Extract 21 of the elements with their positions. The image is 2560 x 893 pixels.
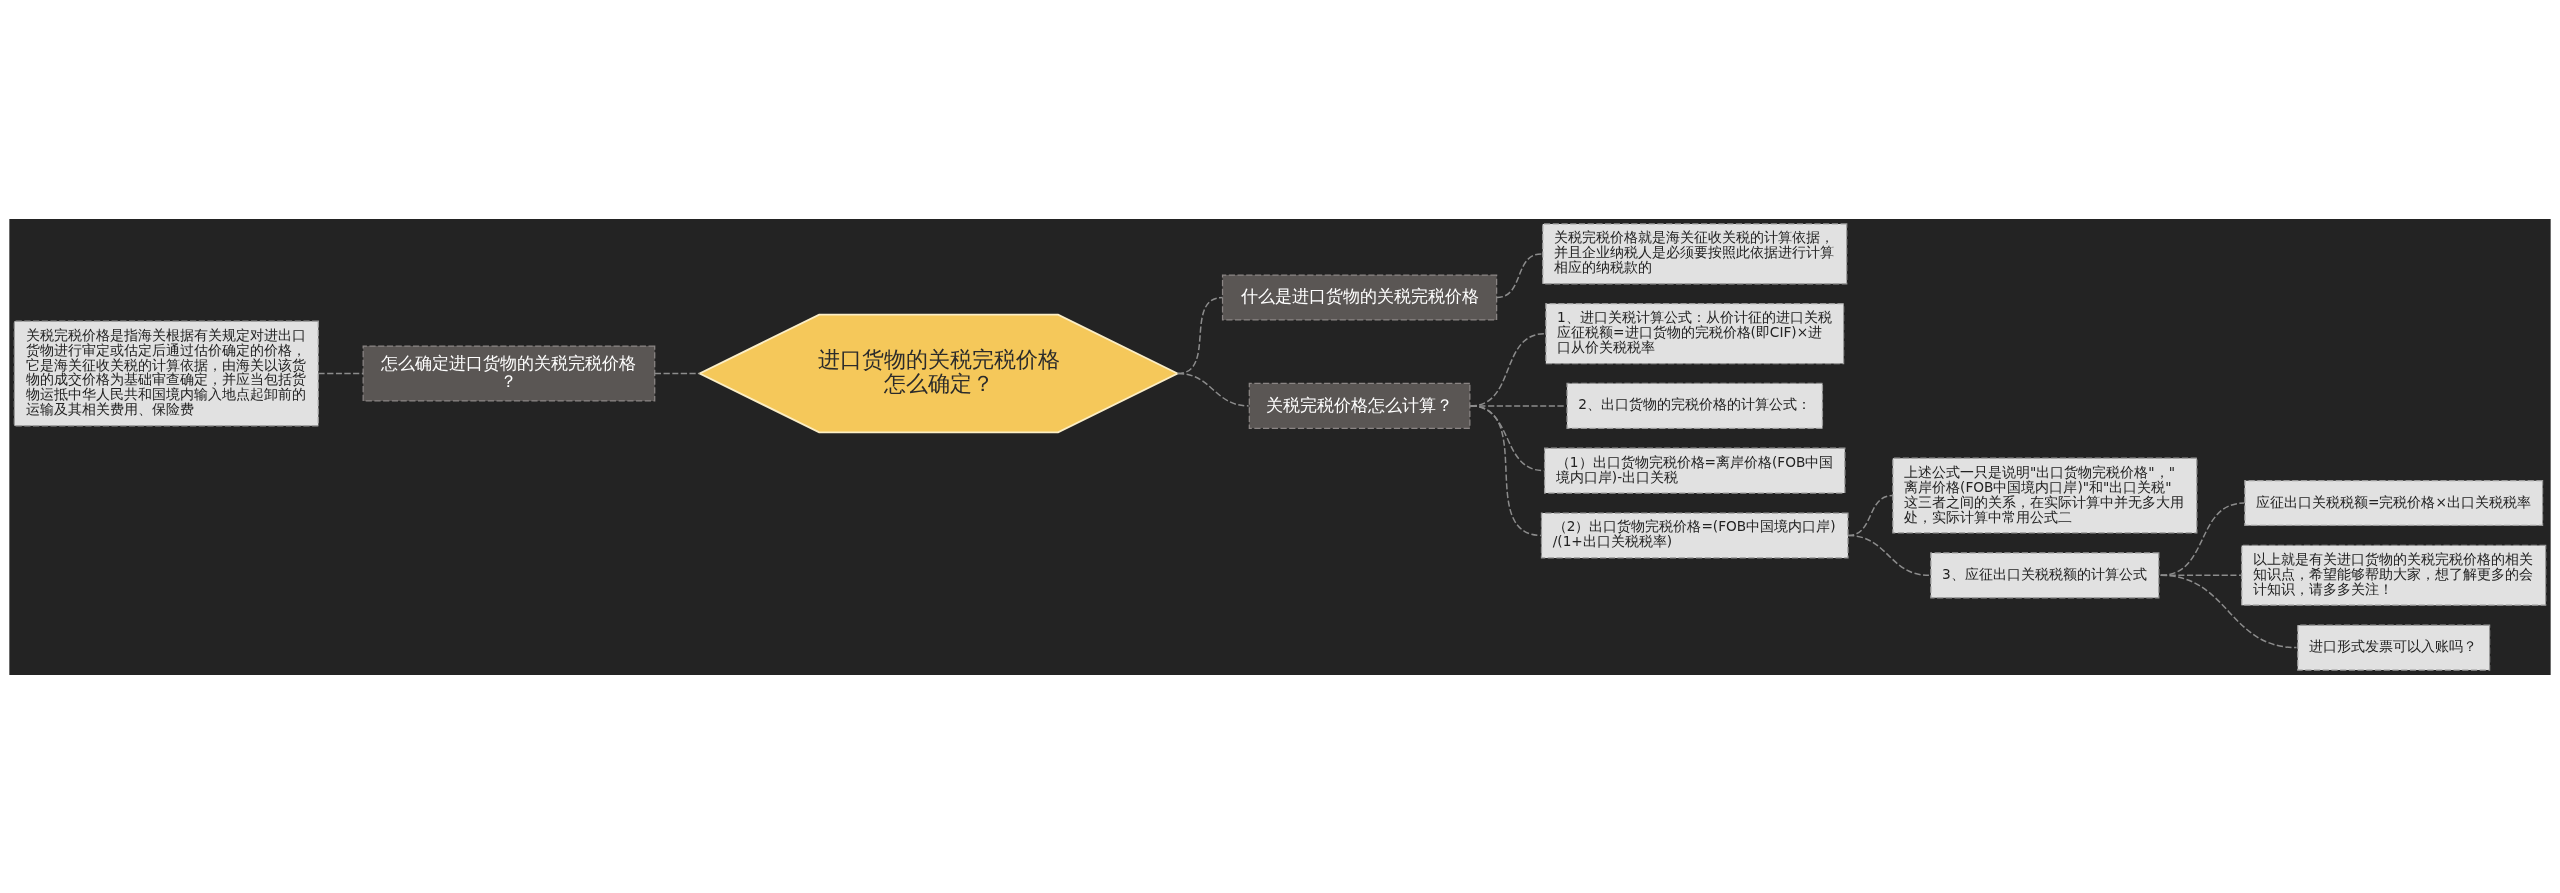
connector xyxy=(1469,404,1543,536)
node-box: 关税完税价格是指海关根据有关规定对进出口货物进行审定或估定后通过估价确定的价格，它是海关征收关税的计算依据，由海关以该货物的成交价格为基础审查确定，并应当包括货物运抵中华人民共和国境内输入地点起卸前的运输及其相关费用、保险费 xyxy=(13,320,319,426)
node-box: 怎么确定进口货物的关税完税价格？ xyxy=(362,344,656,402)
node-box: （1）出口货物完税价格=离岸价格(FOB中国境内口岸)-出口关税 xyxy=(1543,447,1846,494)
node-box: 进口形式发票可以入账吗？ xyxy=(2297,624,2491,671)
node-box: 2、出口货物的完税价格的计算公式： xyxy=(1566,382,1824,429)
connector xyxy=(317,372,364,374)
node-box: 3、应征出口关税税额的计算公式 xyxy=(1930,551,2160,598)
connector xyxy=(1495,252,1543,298)
connector xyxy=(653,372,701,374)
node-box: 上述公式一只是说明"出口货物完税价格"，"离岸价格(FOB中国境内口岸)"和"出口关税"这三者之间的关系，在实际计算中并无多大用处，实际计算中常用公式二 xyxy=(1892,457,2198,534)
node-box: 什么是进口货物的关税完税价格 xyxy=(1221,273,1498,321)
node-box: 关税完税价格就是海关征收关税的计算依据，并且企业纳税人是必须要按照此依据进行计算相应的纳税款的 xyxy=(1542,222,1848,284)
node-box: （2）出口货物完税价格=(FOB中国境内口岸)/(1+出口关税税率) xyxy=(1540,511,1849,558)
node-box: 1、进口关税计算公式：从价计征的进口关税应征税额=进口货物的完税价格(即CIF)×进口从价关税税率 xyxy=(1545,302,1845,364)
node-box: 关税完税价格怎么计算？ xyxy=(1248,382,1471,429)
connector xyxy=(1847,534,1930,576)
node-box: 以上就是有关进口货物的关税完税价格的相关知识点，希望能够帮助大家，想了解更多的会计知识，请多多关注！ xyxy=(2241,544,2547,606)
connector xyxy=(1176,372,1250,407)
connector xyxy=(2159,574,2298,648)
node-box: 应征出口关税税额=完税价格×出口关税税率 xyxy=(2244,479,2544,526)
